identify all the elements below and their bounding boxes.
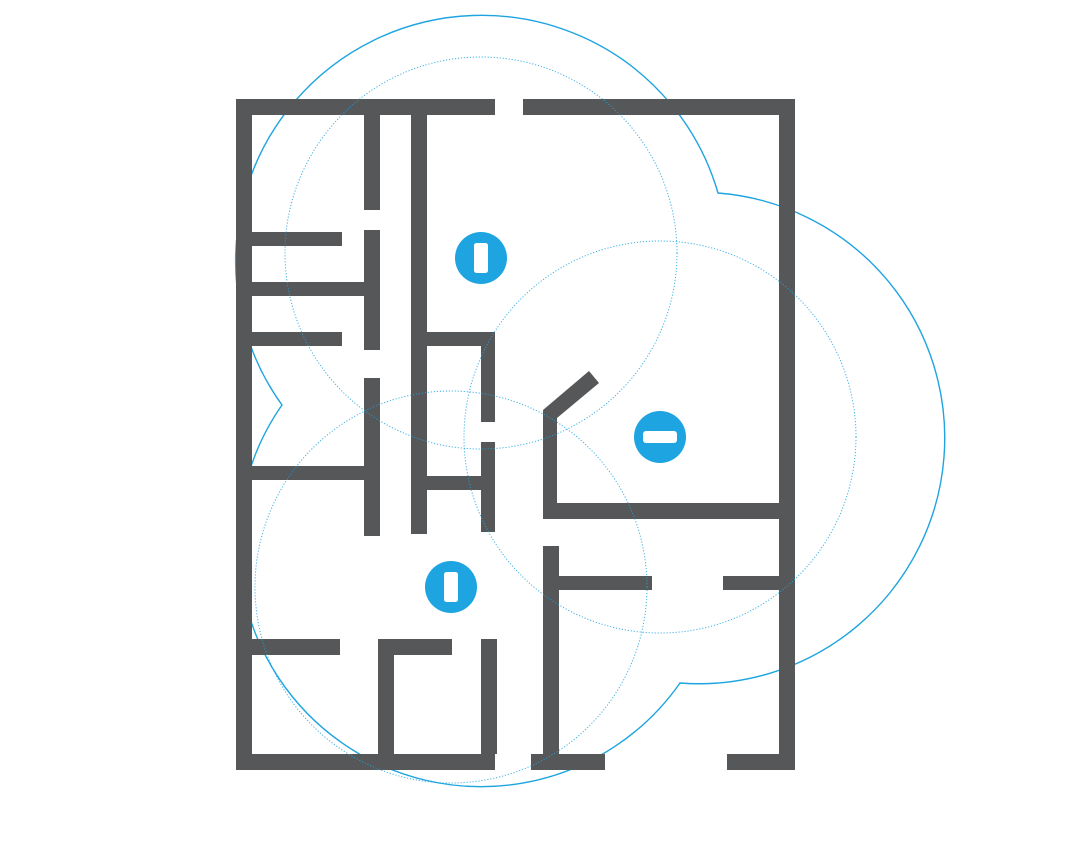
wall-lower-center-post — [481, 639, 497, 754]
device-marker-tower-top[interactable] — [455, 232, 507, 284]
floor-plan-walls — [236, 99, 795, 770]
wall-hall-top-bar — [427, 332, 495, 346]
coverage-ring-tower-top — [284, 56, 678, 450]
mesh-node-tower-icon — [444, 572, 458, 602]
wall-right-room-bottom — [543, 503, 779, 519]
wall-exterior-top-right — [523, 99, 795, 115]
wall-exterior-bottom-left — [236, 754, 495, 770]
wall-closet-post-upper — [364, 115, 380, 210]
wall-exterior-bottom-mid — [531, 754, 605, 770]
wall-lower-right-shelf-right — [723, 576, 779, 590]
coverage-union-outline — [234, 14, 946, 788]
wall-closet-shelf-3 — [252, 332, 342, 346]
wall-hall-column — [411, 115, 427, 534]
mesh-node-tower-icon — [474, 243, 488, 273]
wall-lower-right-shelf-left — [559, 576, 652, 590]
wall-closet-post-lower — [364, 378, 380, 536]
coverage-ring-router — [463, 240, 857, 634]
device-markers — [425, 232, 686, 613]
wall-lower-mid-shelf — [378, 639, 452, 655]
wall-angled-door-stub — [543, 371, 599, 418]
device-marker-router[interactable] — [634, 411, 686, 463]
wall-exterior-top-left — [236, 99, 495, 115]
wall-exterior-bottom-right — [727, 754, 795, 770]
wall-hall-bar-2 — [427, 476, 495, 490]
wall-lower-right-post — [543, 546, 559, 754]
coverage-ring-tower-bottom — [254, 390, 648, 784]
wall-right-room-post — [543, 410, 557, 517]
device-coverage-rings — [254, 56, 857, 784]
wall-hall-jamb-2 — [481, 442, 495, 532]
wall-closet-shelf-4 — [252, 466, 380, 480]
device-marker-tower-bottom[interactable] — [425, 561, 477, 613]
wall-exterior-left — [236, 99, 252, 770]
wall-lower-left-shelf — [252, 639, 340, 655]
wall-lower-mid-post — [378, 639, 394, 754]
wall-closet-shelf-1 — [252, 232, 342, 246]
wall-hall-jamb-1 — [481, 332, 495, 422]
router-icon — [643, 431, 677, 443]
wall-closet-shelf-2 — [252, 282, 380, 296]
wall-exterior-right — [779, 99, 795, 770]
wifi-coverage-union — [234, 14, 946, 788]
